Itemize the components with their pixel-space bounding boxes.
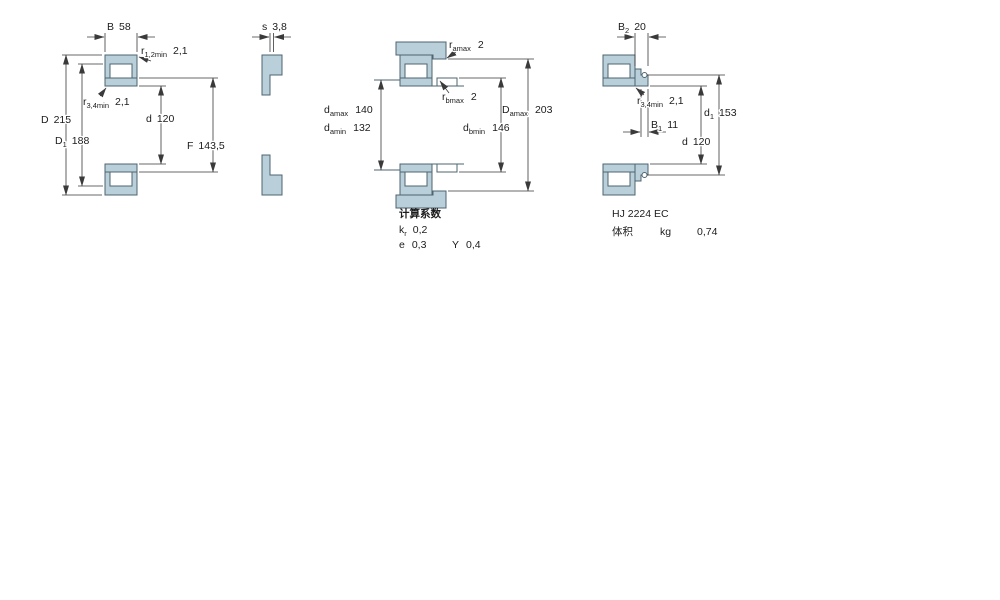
dim-B1-extension-lines <box>640 89 649 137</box>
dim-rb-leader <box>439 80 450 94</box>
dim-r34-leader <box>97 87 107 98</box>
roller-bottom <box>607 171 631 187</box>
shaft-outline <box>374 79 464 171</box>
dim-B-extension-lines <box>104 33 138 52</box>
d1-reference-point-bottom <box>641 172 648 178</box>
dim-F-extension-lines <box>139 77 218 173</box>
mass-label: 体积 <box>612 226 633 238</box>
d1-reference-point-top <box>641 72 648 78</box>
inner-ring-bottom <box>399 163 433 173</box>
abutment-sleeve-top <box>436 77 458 87</box>
dim-d-extension-lines <box>650 85 707 165</box>
inner-ring-top <box>104 77 138 87</box>
dim-B2-extension-lines <box>634 33 649 66</box>
dim-r34-leader <box>635 87 646 97</box>
mass-value: 0,74 <box>697 226 718 238</box>
roller-top <box>607 63 631 79</box>
calculation-factors-title: 计算系数 <box>399 207 441 220</box>
hj-ring-designation: HJ 2224 EC <box>612 208 669 220</box>
inner-ring-bottom <box>602 163 636 173</box>
roller-bottom <box>109 171 133 187</box>
abutment-sleeve-bottom <box>436 163 458 173</box>
dim-Da-extension-lines <box>448 58 534 192</box>
inner-ring-bottom <box>104 163 138 173</box>
dim-ra-leader <box>446 50 457 59</box>
inner-ring-top <box>399 77 433 87</box>
dim-d-extension-lines <box>139 85 166 165</box>
inner-ring-top <box>602 77 636 87</box>
roller-top <box>404 63 428 79</box>
dim-r12-leader <box>138 56 152 63</box>
mass-unit: kg <box>660 226 671 238</box>
angle-ring-bottom <box>261 154 283 196</box>
roller-bottom <box>404 171 428 187</box>
dim-d1-extension-lines <box>647 74 725 176</box>
angle-ring-top <box>261 54 283 96</box>
roller-top <box>109 63 133 79</box>
dim-s-extension-lines <box>269 33 274 52</box>
